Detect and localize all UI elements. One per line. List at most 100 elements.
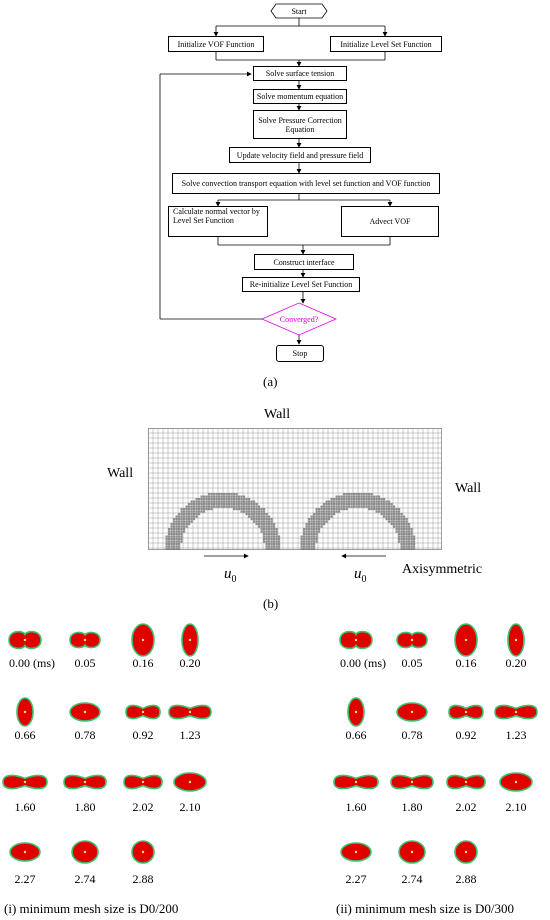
droplet-center (410, 780, 414, 784)
time-label: 0.92 (455, 728, 477, 742)
droplet-frame (71, 840, 99, 864)
droplet-frame (347, 697, 365, 727)
time-label: 0.05 (401, 656, 423, 670)
time-label: 1.80 (401, 800, 423, 814)
droplet-frame (494, 704, 538, 720)
droplet-frame (339, 630, 373, 650)
velocity-left-label: u0 (224, 566, 237, 585)
axisymmetric-label: Axisymmetric (402, 562, 483, 577)
droplet-center (188, 710, 192, 714)
time-label: 0.00 (ms) (340, 656, 386, 670)
droplet-frame (396, 702, 428, 722)
u-right-subscript: 0 (361, 574, 367, 585)
droplet-center (514, 780, 518, 784)
time-label: 0.05 (74, 656, 96, 670)
time-label: 2.88 (455, 872, 477, 886)
time-label: 0.66 (14, 728, 36, 742)
time-label: 1.60 (14, 800, 36, 814)
update-fields-box: Update velocity field and pressure field (229, 147, 371, 163)
droplet-frame (390, 774, 434, 790)
time-label: 0.78 (401, 728, 423, 742)
velocity-arrows (204, 553, 386, 559)
droplet-center (23, 710, 27, 714)
droplet-frame (181, 623, 199, 657)
wall-top-label: Wall (264, 407, 291, 422)
panel-ii-caption: (ii) minimum mesh size is D0/300 (336, 901, 515, 916)
droplet-center (410, 850, 414, 854)
pressure-line-1: Solve Pressure Correction (258, 115, 342, 125)
construct-interface-box: Construct interface (254, 254, 354, 270)
u-left-subscript: 0 (231, 574, 237, 585)
normal-line-2: Level Set Function (173, 216, 234, 225)
droplet-frame (340, 842, 372, 862)
wall-left-label: Wall (107, 466, 134, 481)
droplet-frame (131, 623, 155, 657)
time-label: 1.60 (345, 800, 367, 814)
droplet-frame (448, 704, 484, 720)
init-level-set-box: Initialize Level Set Function (330, 36, 442, 52)
u-right-symbol: u (354, 566, 362, 582)
time-label: 1.23 (179, 728, 201, 742)
time-label: 2.02 (455, 800, 477, 814)
time-label: 0.16 (132, 656, 154, 670)
droplet-center (23, 638, 27, 642)
normal-vector-box: Calculate normal vector by Level Set Fun… (168, 206, 268, 237)
droplet-center (83, 638, 87, 642)
droplet-center (464, 710, 468, 714)
surface-tension-box: Solve surface tension (253, 66, 347, 81)
droplet-frame (69, 702, 101, 722)
droplet-frame (8, 630, 42, 650)
time-label: 0.92 (132, 728, 154, 742)
time-label: 2.74 (401, 872, 423, 886)
droplet-frame (398, 840, 426, 864)
flowchart-connectors (159, 3, 393, 345)
time-label: 2.88 (132, 872, 154, 886)
time-label: 0.78 (74, 728, 96, 742)
droplet-center (83, 710, 87, 714)
droplet-center (188, 638, 192, 642)
droplet-center (464, 780, 468, 784)
pressure-correction-box: Solve Pressure Correction Equation (253, 110, 347, 139)
time-label: 0.66 (345, 728, 367, 742)
convection-box: Solve convection transport equation with… (172, 173, 440, 194)
time-label: 2.27 (14, 872, 36, 886)
reinit-level-set-box: Re-initialize Level Set Function (242, 277, 360, 292)
droplet-frame (454, 840, 478, 864)
time-label: 2.10 (179, 800, 201, 814)
init-vof-box: Initialize VOF Function (168, 36, 264, 52)
droplet-center (514, 710, 518, 714)
mesh-grid (148, 428, 442, 550)
start-node: Start (291, 6, 307, 16)
droplet-frame (446, 774, 486, 790)
droplet-center (141, 780, 145, 784)
time-label: 0.20 (179, 656, 201, 670)
droplet-frame (507, 623, 525, 657)
droplet-center (141, 638, 145, 642)
droplet-center (83, 780, 87, 784)
droplet-center (141, 710, 145, 714)
droplet-center (514, 638, 518, 642)
droplet-frame (168, 704, 212, 720)
velocity-right-label: u0 (354, 566, 367, 585)
droplet-frame (454, 623, 478, 657)
converged-decision: Converged? (279, 314, 319, 324)
panel-i-caption: (i) minimum mesh size is D0/200 (4, 901, 179, 916)
droplet-frame (63, 774, 107, 790)
droplet-frame (396, 631, 428, 649)
droplet-center (354, 780, 358, 784)
droplet-frame (69, 631, 101, 649)
time-label: 2.74 (74, 872, 96, 886)
droplet-center (188, 780, 192, 784)
droplet-frame (2, 774, 48, 790)
droplet-center (410, 710, 414, 714)
droplet-frame (499, 772, 533, 792)
time-label: 0.00 (ms) (9, 656, 55, 670)
droplet-center (83, 850, 87, 854)
droplet-frame (9, 842, 41, 862)
time-label: 2.10 (505, 800, 527, 814)
droplet-center (23, 780, 27, 784)
droplet-center (464, 850, 468, 854)
droplet-frame (131, 840, 155, 864)
droplet-frame (125, 704, 161, 720)
droplet-center (354, 850, 358, 854)
